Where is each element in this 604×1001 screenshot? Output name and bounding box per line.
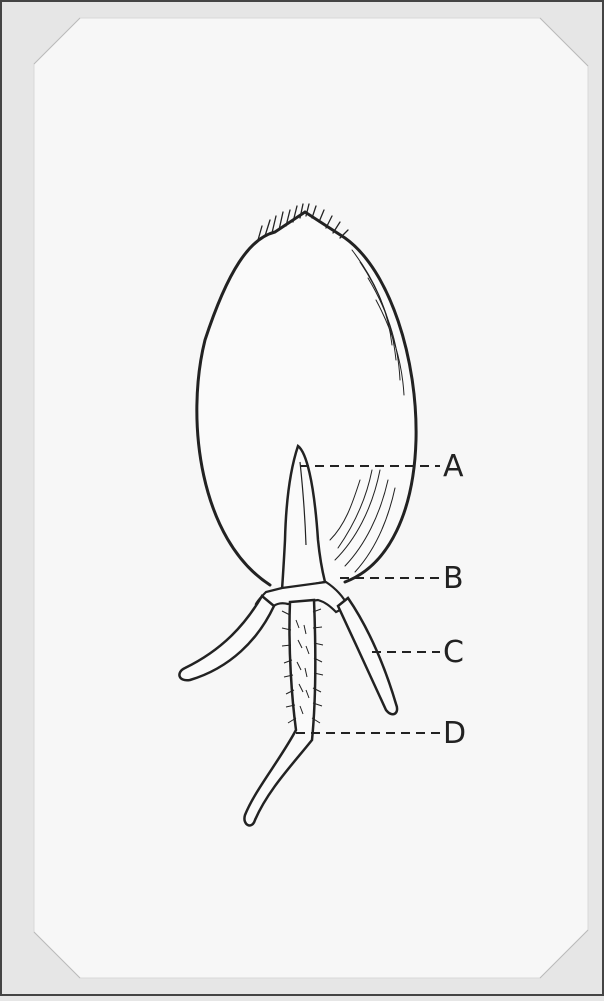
label-b: B bbox=[443, 564, 464, 594]
label-d: D bbox=[443, 719, 466, 749]
label-c: C bbox=[443, 638, 464, 668]
label-a: A bbox=[443, 452, 464, 482]
